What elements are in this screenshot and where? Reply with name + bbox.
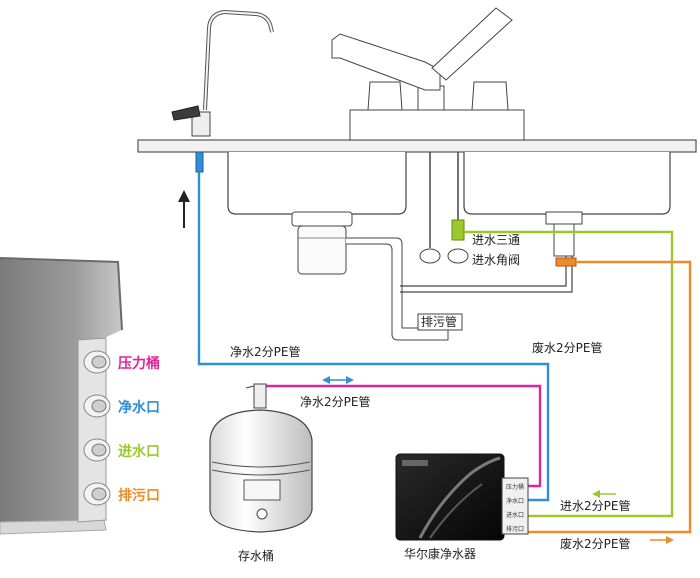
purifier-unit — [395, 453, 529, 541]
pipe-inlet — [464, 230, 674, 518]
label-storage-tank: 存水桶 — [238, 548, 274, 563]
flow-arrow-bidirectional — [322, 376, 354, 384]
label-inlet-pipe: 进水2分PE管 — [560, 498, 630, 513]
port-label-drain: 排污口 — [118, 487, 160, 504]
purifier-panel-pressure-tank: 压力桶 — [506, 483, 524, 491]
label-pure-pipe-top: 净水2分PE管 — [230, 344, 300, 359]
sink-basin — [227, 152, 671, 215]
inlet-tee — [451, 219, 465, 241]
flow-arrow-inlet — [592, 490, 616, 498]
purified-water-faucet — [171, 9, 274, 173]
label-waste-pipe: 废水2分PE管 — [532, 340, 602, 355]
port-fitting-inlet — [83, 438, 111, 462]
port-label-pure-water: 净水口 — [118, 399, 160, 416]
label-pure-pipe-tank: 净水2分PE管 — [300, 394, 370, 409]
label-inlet-tee: 进水三通 — [472, 233, 520, 247]
port-fitting-pure-water — [83, 394, 111, 418]
purifier-panel-drain: 排污口 — [506, 525, 524, 533]
port-panel-closeup: 压力桶 净水口 进水口 排污口 — [0, 257, 160, 535]
purifier-panel-pure-water: 净水口 — [506, 497, 524, 505]
sink-drain-assembly — [545, 211, 583, 267]
purifier-panel-inlet: 进水口 — [506, 511, 524, 519]
pipe-pure-water — [197, 172, 550, 502]
port-label-inlet: 进水口 — [118, 443, 160, 460]
countertop — [137, 139, 697, 153]
port-label-pressure-tank: 压力桶 — [118, 355, 160, 372]
disposer-unit — [291, 211, 353, 275]
label-drain-pipe: 排污管 — [421, 314, 457, 329]
flow-arrow-up — [178, 190, 190, 228]
label-purifier: 华尔康净水器 — [404, 546, 476, 561]
storage-tank — [209, 383, 313, 533]
label-waste-pipe-bottom: 废水2分PE管 — [560, 536, 630, 551]
port-fitting-drain — [83, 482, 111, 506]
flow-arrow-waste — [650, 536, 674, 544]
port-fitting-pressure-tank — [83, 350, 111, 374]
supply-lines — [419, 152, 469, 264]
kitchen-faucet — [331, 7, 525, 141]
label-inlet-angle-valve: 进水角阀 — [472, 253, 520, 267]
pipe-waste — [510, 260, 692, 534]
